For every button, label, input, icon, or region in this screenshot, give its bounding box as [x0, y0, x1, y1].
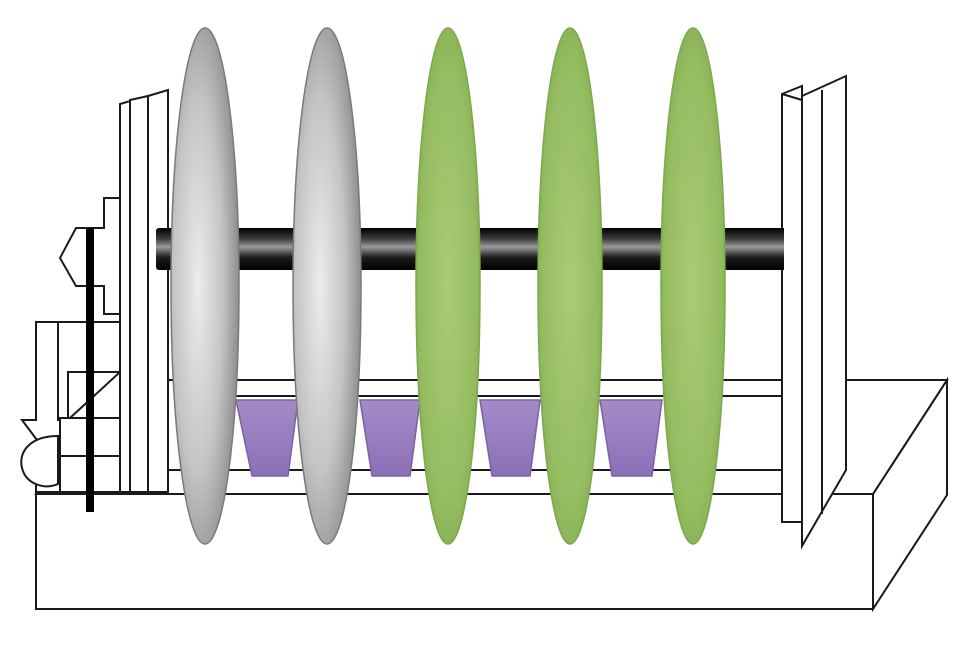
left-clamp [20, 88, 169, 493]
purple-cups [235, 399, 663, 477]
purple-cup [599, 399, 663, 477]
purple-cup [479, 399, 541, 477]
purple-cup [359, 399, 421, 477]
green-disk [660, 27, 726, 545]
gray-disk [170, 27, 240, 545]
gray-disk [292, 27, 362, 545]
black-post [86, 228, 94, 512]
green-disk [537, 27, 603, 545]
green-disk [415, 27, 481, 545]
right-plate [781, 74, 847, 550]
disks [170, 27, 726, 545]
purple-cup [235, 399, 299, 477]
